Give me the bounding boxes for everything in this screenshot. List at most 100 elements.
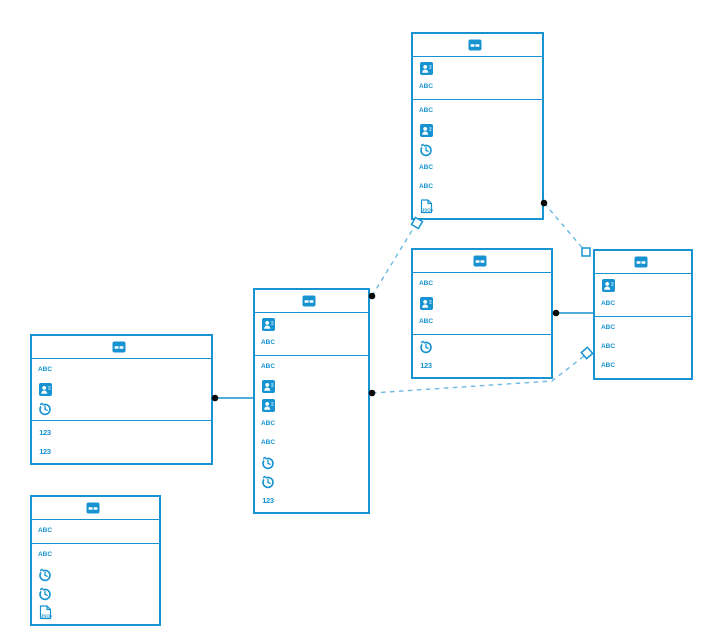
table-rides[interactable]: ABC ABC ABC ABC [253, 288, 370, 514]
field-row-id[interactable] [255, 315, 368, 334]
field-icon-slot: ABC [418, 319, 434, 326]
text-abc-icon: ABC [260, 339, 276, 347]
columns-section: ABC ABC ABC JSON [413, 100, 542, 218]
field-icon-slot [418, 340, 434, 354]
field-icon-slot: JSON [418, 199, 434, 214]
clock-icon [39, 402, 51, 415]
table-header[interactable] [595, 251, 691, 274]
relation-vehicle_location_histories-rides[interactable] [211, 394, 254, 402]
field-icon-slot: ABC [600, 344, 616, 351]
table-icon [468, 39, 482, 51]
relation-line[interactable] [543, 202, 586, 252]
field-row-code[interactable]: ABC [413, 313, 551, 332]
clock-icon [420, 340, 432, 353]
key-columns-section: ABC [32, 520, 159, 544]
table-promo_codes[interactable]: ABC ABC JSON [30, 495, 161, 626]
text-abc-icon: ABC [418, 318, 434, 326]
field-row-vehicle_city[interactable]: ABC [255, 358, 368, 377]
field-row-status[interactable]: ABC [413, 159, 542, 178]
table-header[interactable] [255, 290, 368, 313]
columns-section: ABC ABC ABC [255, 356, 368, 512]
relation-line[interactable] [371, 223, 417, 297]
field-row-current_location[interactable]: ABC [413, 178, 542, 197]
field-row-type[interactable]: ABC [413, 102, 542, 121]
field-icon-slot: ABC [600, 301, 616, 308]
relation-user_promo_codes-users[interactable] [552, 309, 594, 317]
table-header[interactable] [413, 250, 551, 273]
field-row-timestamp[interactable] [32, 399, 211, 418]
field-row-end_address[interactable]: ABC [255, 434, 368, 453]
field-row-city[interactable]: ABC [413, 78, 542, 97]
field-icon-slot: 123 [37, 429, 53, 437]
field-row-start_time[interactable] [255, 453, 368, 472]
table-icon [302, 295, 316, 307]
table-icon [86, 502, 100, 514]
field-row-city[interactable]: ABC [255, 334, 368, 353]
field-icon-slot: 123 [260, 497, 276, 505]
text-abc-icon: ABC [418, 164, 434, 172]
field-row-name[interactable]: ABC [595, 319, 691, 338]
field-row-end_time[interactable] [255, 472, 368, 491]
field-row-code[interactable]: ABC [32, 522, 159, 541]
field-icon-slot: ABC [37, 367, 53, 374]
person-id-icon [601, 279, 615, 292]
table-vehicle_location_histories[interactable]: ABC 123 123 [30, 334, 213, 465]
columns-section: ABC ABC ABC [595, 317, 691, 378]
field-icon-slot: ABC [418, 281, 434, 288]
text-abc-icon: ABC [600, 324, 616, 332]
field-icon-slot: ABC [260, 440, 276, 447]
field-icon-slot: ABC [260, 364, 276, 371]
table-header[interactable] [413, 34, 542, 57]
relation-endpoint-dot-icon [552, 309, 560, 317]
field-row-creation_time[interactable] [413, 140, 542, 159]
table-user_promo_codes[interactable]: ABC ABC 123 [411, 248, 553, 379]
field-row-rider_id[interactable] [255, 377, 368, 396]
field-row-rules[interactable]: JSON [32, 603, 159, 622]
number-123-icon: 123 [39, 446, 51, 456]
field-row-description[interactable]: ABC [32, 546, 159, 565]
table-header[interactable] [32, 336, 211, 359]
field-row-long[interactable]: 123 [32, 442, 211, 461]
person-id-icon [261, 380, 275, 393]
field-row-revenue[interactable]: 123 [255, 491, 368, 510]
field-row-credit_card[interactable]: ABC [595, 357, 691, 376]
table-icon [112, 341, 126, 353]
field-row-id[interactable] [413, 59, 542, 78]
field-row-city[interactable]: ABC [595, 295, 691, 314]
field-icon-slot: 123 [418, 362, 434, 370]
key-columns-section: ABC ABC [413, 273, 551, 335]
table-icon-slot [634, 256, 648, 268]
field-row-city[interactable]: ABC [413, 275, 551, 294]
person-id-icon [419, 297, 433, 310]
key-columns-section: ABC [413, 57, 542, 100]
field-row-ride_id[interactable] [32, 380, 211, 399]
person-id-icon [419, 124, 433, 137]
field-row-start_address[interactable]: ABC [255, 415, 368, 434]
field-icon-slot: ABC [600, 325, 616, 332]
field-icon-slot [37, 587, 53, 601]
table-vehicles[interactable]: ABC ABC ABC ABC [411, 32, 544, 220]
field-row-timestamp[interactable] [413, 337, 551, 356]
clock-icon [39, 568, 51, 581]
field-row-id[interactable] [595, 276, 691, 295]
number-123-icon: 123 [420, 360, 432, 370]
text-abc-icon: ABC [418, 183, 434, 191]
field-icon-slot: ABC [418, 165, 434, 172]
table-users[interactable]: ABC ABC ABC ABC [593, 249, 693, 380]
field-row-ext[interactable]: JSON [413, 197, 542, 216]
table-header[interactable] [32, 497, 159, 520]
field-row-usage_count[interactable]: 123 [413, 356, 551, 375]
field-row-city[interactable]: ABC [32, 361, 211, 380]
field-row-vehicle_id[interactable] [255, 396, 368, 415]
field-row-creation_time[interactable] [32, 565, 159, 584]
field-row-owner_id[interactable] [413, 121, 542, 140]
text-abc-icon: ABC [600, 362, 616, 370]
key-columns-section: ABC [595, 274, 691, 317]
field-icon-slot: ABC [37, 552, 53, 559]
table-icon-slot [112, 341, 126, 353]
field-row-lat[interactable]: 123 [32, 423, 211, 442]
field-row-user_id[interactable] [413, 294, 551, 313]
field-row-address[interactable]: ABC [595, 338, 691, 357]
field-row-expiration_time[interactable] [32, 584, 159, 603]
